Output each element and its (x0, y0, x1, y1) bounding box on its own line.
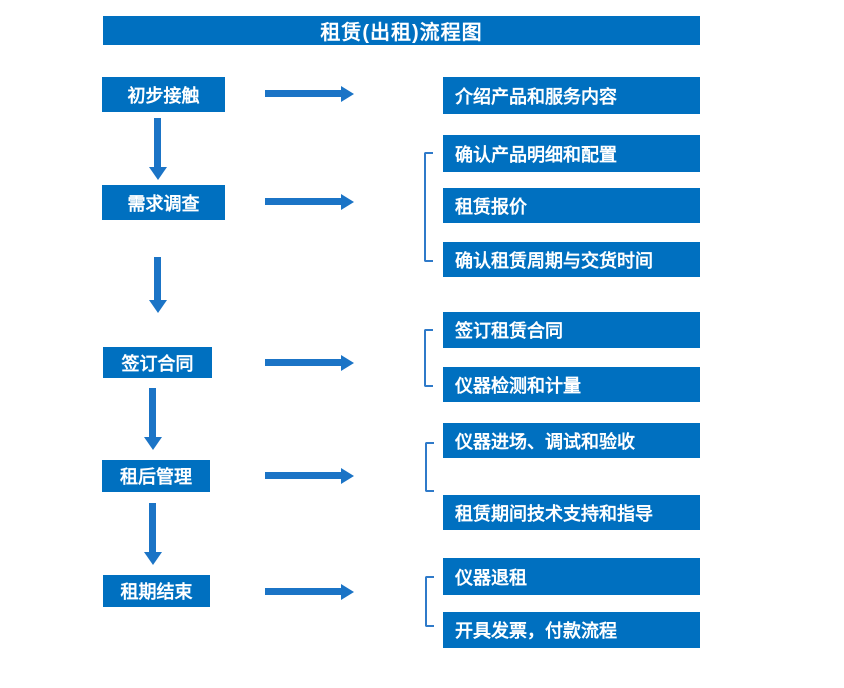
bracket-icon (424, 152, 433, 262)
down-arrow-icon (144, 388, 162, 450)
step-box-sign-contract: 签订合同 (103, 347, 212, 378)
right-arrow-icon (265, 86, 354, 102)
bracket-icon (425, 576, 434, 627)
output-box-sign-rental-contract: 签订租赁合同 (443, 312, 700, 348)
output-box-confirm-rental-period-delivery: 确认租赁周期与交货时间 (443, 242, 700, 277)
output-box-introduce-products-services: 介绍产品和服务内容 (443, 77, 700, 114)
output-box-rental-quotation: 租赁报价 (443, 188, 700, 223)
step-box-rental-end: 租期结束 (103, 575, 210, 607)
bracket-icon (425, 442, 434, 492)
right-arrow-icon (265, 468, 354, 484)
output-box-instrument-testing-metering: 仪器检测和计量 (443, 367, 700, 402)
flowchart-title: 租赁(出租)流程图 (103, 16, 700, 45)
step-box-demand-survey: 需求调查 (102, 185, 225, 220)
output-box-instrument-arrival-debug-acceptance: 仪器进场、调试和验收 (443, 423, 700, 458)
step-box-initial-contact: 初步接触 (102, 77, 225, 112)
right-arrow-icon (265, 355, 354, 371)
down-arrow-icon (149, 257, 167, 313)
output-box-invoice-payment-process: 开具发票，付款流程 (443, 612, 700, 648)
step-box-post-rental-management: 租后管理 (102, 460, 210, 492)
output-box-instrument-return: 仪器退租 (443, 558, 700, 595)
right-arrow-icon (265, 194, 354, 210)
output-box-confirm-product-details: 确认产品明细和配置 (443, 135, 700, 172)
down-arrow-icon (149, 118, 167, 180)
output-box-technical-support-guidance: 租赁期间技术支持和指导 (443, 495, 700, 530)
bracket-icon (424, 329, 433, 387)
down-arrow-icon (144, 503, 162, 565)
right-arrow-icon (265, 584, 354, 600)
